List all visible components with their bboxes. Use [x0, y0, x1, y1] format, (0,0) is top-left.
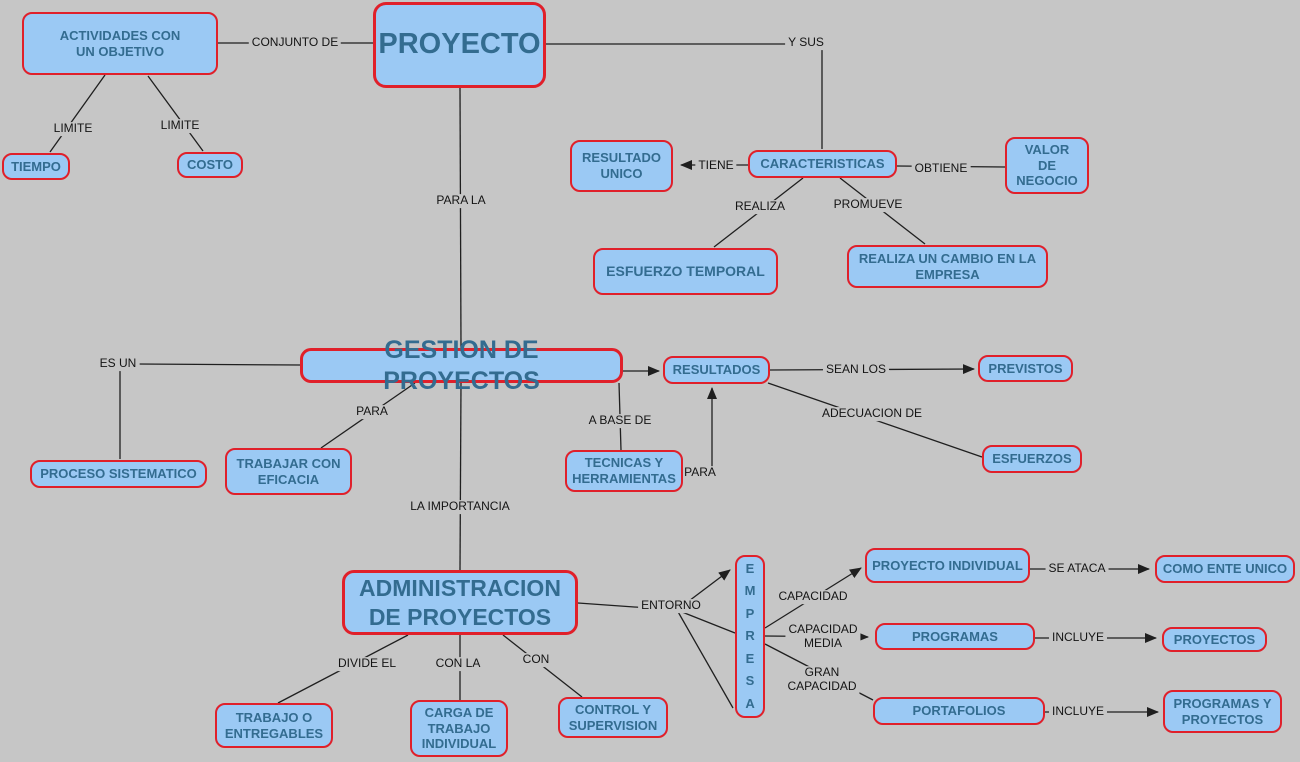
- label-a-base-de: A BASE DE: [585, 413, 655, 428]
- node-caracteristicas[interactable]: CARACTERISTICAS: [748, 150, 897, 178]
- node-tecnicas-y-herramientas[interactable]: TECNICAS Y HERRAMIENTAS: [565, 450, 683, 492]
- label-limite-2: LIMITE: [157, 118, 203, 133]
- edge-es-un-h: [136, 363, 301, 366]
- label-incluye-1: INCLUYE: [1048, 630, 1108, 645]
- node-proyectos[interactable]: PROYECTOS: [1162, 627, 1267, 652]
- edge-entorno-fan-low: [676, 609, 734, 709]
- edge-limite-1: [49, 74, 106, 153]
- label-realiza: REALIZA: [731, 199, 789, 214]
- node-control-y-supervision[interactable]: CONTROL Y SUPERVISION: [558, 697, 668, 738]
- node-resultado-unico[interactable]: RESULTADO UNICO: [570, 140, 673, 192]
- node-empresa[interactable]: EMPRESA: [735, 555, 765, 718]
- edge-la-importancia: [459, 382, 462, 571]
- label-incluye-2: INCLUYE: [1048, 704, 1108, 719]
- node-trabajar-con-eficacia[interactable]: TRABAJAR CON EFICACIA: [225, 448, 352, 495]
- node-trabajo-o-entregables[interactable]: TRABAJO O ENTREGABLES: [215, 703, 333, 748]
- node-administracion-de-proyectos[interactable]: ADMINISTRACION DE PROYECTOS: [342, 570, 578, 635]
- label-para-2: PARA: [681, 465, 719, 480]
- node-resultados[interactable]: RESULTADOS: [663, 356, 770, 384]
- label-para-la: PARA LA: [433, 193, 489, 208]
- label-conjunto-de: CONJUNTO DE: [248, 35, 342, 50]
- node-programas[interactable]: PROGRAMAS: [875, 623, 1035, 650]
- node-esfuerzo-temporal[interactable]: ESFUERZO TEMPORAL: [593, 248, 778, 295]
- label-con-la: CON LA: [432, 656, 484, 671]
- label-capacidad: CAPACIDAD: [775, 589, 851, 604]
- label-gran-capacidad: GRAN CAPACIDAD: [784, 665, 860, 694]
- label-para-1: PARA: [353, 404, 391, 419]
- node-actividades-con-un-objetivo[interactable]: ACTIVIDADES CON UN OBJETIVO: [22, 12, 218, 75]
- node-esfuerzos[interactable]: ESFUERZOS: [982, 445, 1082, 473]
- label-con: CON: [519, 652, 553, 667]
- label-la-importancia: LA IMPORTANCIA: [407, 499, 513, 514]
- label-obtiene: OBTIENE: [911, 161, 971, 176]
- node-proyecto-individual[interactable]: PROYECTO INDIVIDUAL: [865, 548, 1030, 583]
- node-gestion-de-proyectos[interactable]: GESTION DE PROYECTOS: [300, 336, 623, 395]
- edge-limite-2: [147, 75, 204, 152]
- label-promueve: PROMUEVE: [830, 197, 906, 212]
- node-tiempo[interactable]: TIEMPO: [2, 153, 70, 180]
- label-limite-1: LIMITE: [50, 121, 96, 136]
- label-tiene: TIENE: [695, 158, 737, 173]
- node-previstos[interactable]: PREVISTOS: [978, 355, 1073, 382]
- node-programas-y-proyectos[interactable]: PROGRAMAS Y PROYECTOS: [1163, 690, 1282, 733]
- label-y-sus: Y SUS: [785, 35, 827, 50]
- node-proceso-sistematico[interactable]: PROCESO SISTEMATICO: [30, 460, 207, 488]
- edge-para-la: [459, 87, 462, 349]
- edge-y-sus: [546, 43, 823, 149]
- label-capacidad-media: CAPACIDAD MEDIA: [785, 622, 861, 651]
- label-divide-el: DIVIDE EL: [334, 656, 400, 671]
- edge-entorno-fan-mid: [676, 609, 736, 634]
- label-sean-los: SEAN LOS: [822, 362, 890, 377]
- node-realiza-un-cambio-en-la-empresa[interactable]: REALIZA UN CAMBIO EN LA EMPRESA: [847, 245, 1048, 288]
- node-como-ente-unico[interactable]: COMO ENTE UNICO: [1155, 555, 1295, 583]
- node-carga-de-trabajo-individual[interactable]: CARGA DE TRABAJO INDIVIDUAL: [410, 700, 508, 757]
- label-adecuacion-de: ADECUACION DE: [818, 406, 926, 421]
- label-entorno: ENTORNO: [638, 598, 704, 613]
- node-proyecto[interactable]: PROYECTO: [373, 2, 546, 88]
- node-portafolios[interactable]: PORTAFOLIOS: [873, 697, 1045, 725]
- node-costo[interactable]: COSTO: [177, 152, 243, 178]
- node-valor-de-negocio[interactable]: VALOR DE NEGOCIO: [1005, 137, 1089, 194]
- label-se-ataca: SE ATACA: [1045, 561, 1109, 576]
- label-es-un: ES UN: [96, 356, 140, 371]
